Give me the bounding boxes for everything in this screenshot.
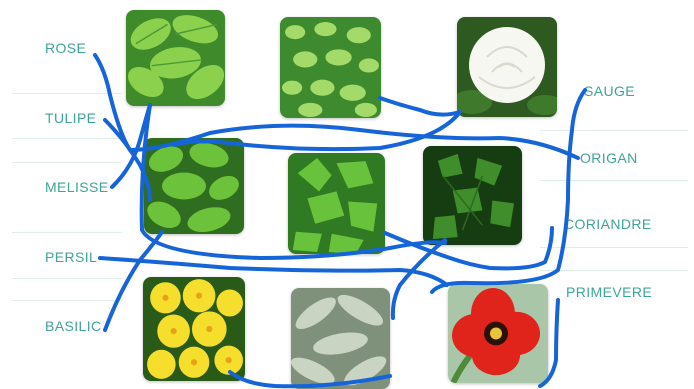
label-origan[interactable]: ORIGAN — [580, 150, 638, 166]
white-rose-photo[interactable] — [457, 17, 557, 117]
guide-rule — [12, 300, 122, 301]
label-persil[interactable]: PERSIL — [45, 249, 97, 265]
red-tulip-photo[interactable] — [448, 284, 548, 383]
label-coriandre[interactable]: CORIANDRE — [564, 216, 652, 232]
coriander-leaves-photo[interactable] — [423, 146, 522, 245]
guide-rule — [12, 278, 122, 279]
guide-rule — [12, 232, 122, 233]
guide-rule — [540, 130, 688, 131]
guide-rule — [12, 93, 122, 94]
label-tulipe[interactable]: TULIPE — [45, 110, 96, 126]
oregano-leaves-photo[interactable] — [280, 17, 381, 118]
label-basilic[interactable]: BASILIC — [45, 318, 102, 334]
mint-leaves-photo[interactable] — [126, 10, 225, 106]
sage-leaves-photo[interactable] — [291, 288, 390, 389]
guide-rule — [540, 270, 688, 271]
yellow-primrose-photo[interactable] — [143, 277, 245, 381]
guide-rule — [12, 162, 122, 163]
label-sauge[interactable]: SAUGE — [584, 83, 635, 99]
label-primevere[interactable]: PRIMEVERE — [566, 284, 652, 300]
guide-rule — [540, 180, 688, 181]
basil-leaves-photo[interactable] — [144, 138, 244, 234]
label-rose[interactable]: ROSE — [45, 40, 86, 56]
guide-rule — [12, 138, 122, 139]
label-melisse[interactable]: MELISSE — [45, 179, 109, 195]
guide-rule — [540, 247, 688, 248]
flat-parsley-photo[interactable] — [288, 153, 385, 254]
ink-line — [393, 240, 445, 318]
